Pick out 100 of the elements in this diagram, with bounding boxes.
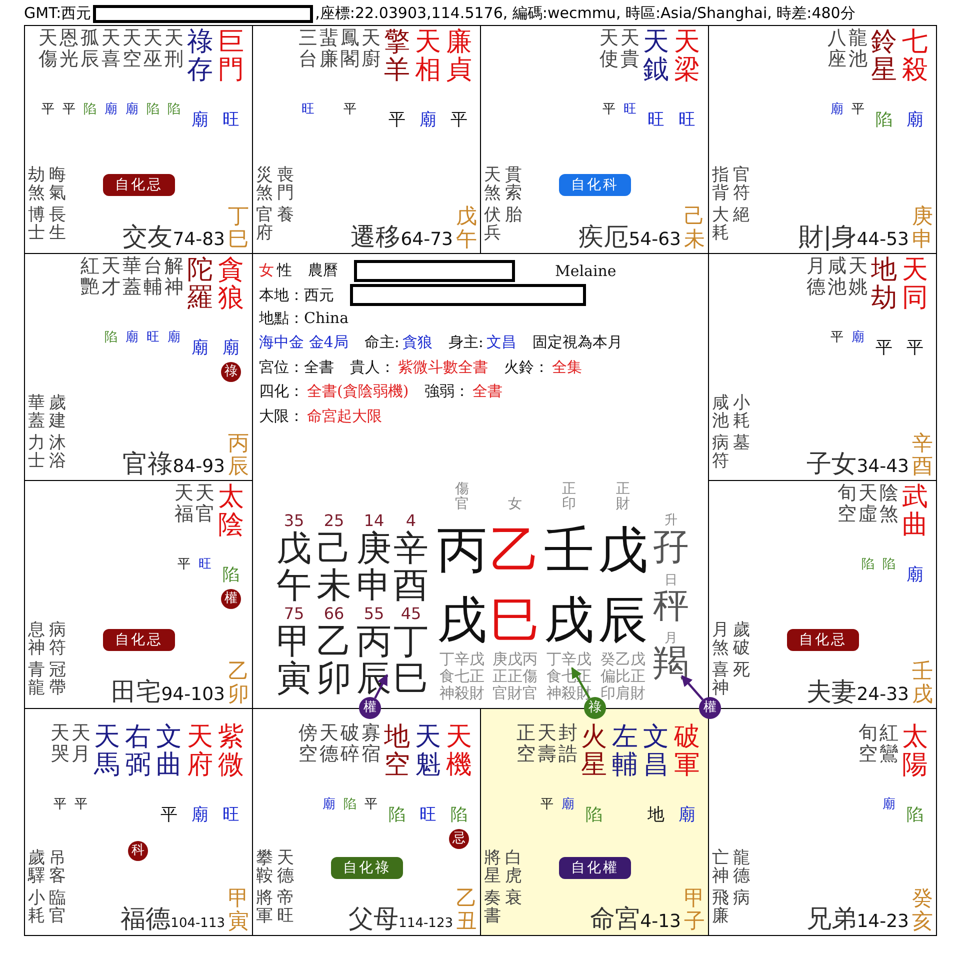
ten-god-label: 正財 (616, 482, 630, 512)
brightness-label: 陷 (222, 564, 240, 586)
age-range: 4-13 (640, 911, 681, 932)
brightness-label: 平 (388, 109, 406, 131)
hidden-stem-row: 丁辛戊 (440, 651, 484, 668)
self-transform-badge: 自化祿 (331, 856, 403, 878)
minor-star-label: 伏兵 (484, 206, 501, 242)
palace-name: 父母 (348, 903, 399, 935)
star-name: 貪狼 (218, 256, 244, 312)
minor-star-label: 亡神 (712, 848, 729, 884)
palace-cell (708, 25, 937, 254)
star-name: 火星 (581, 722, 607, 778)
brightness-label: 平 (160, 804, 178, 826)
zodiac-label: 日 (664, 573, 678, 588)
zodiac-label: 羯 (653, 645, 689, 683)
star-name: 三台 (298, 28, 318, 70)
brightness-label: 旺 (624, 101, 636, 118)
star-name: 左輔 (612, 722, 638, 778)
zodiac-label: 秤 (653, 587, 689, 625)
star-name: 解神 (164, 256, 184, 298)
pillar-number: 55 (364, 605, 384, 623)
star-name: 天官 (196, 483, 214, 525)
hidden-stem-row: 神殺財 (440, 685, 484, 702)
brightness-label: 平 (876, 336, 892, 358)
brightness-label: 廟 (126, 328, 138, 346)
star-name: 旬空 (838, 483, 856, 525)
star-name: 龍池 (848, 28, 868, 70)
info-text: 大限： (259, 406, 304, 426)
star-name: 天巫 (144, 28, 162, 70)
hidden-stem-row: 官財官 (492, 685, 538, 702)
minor-star-label: 胎 (505, 206, 522, 224)
palace-name: 兄弟 (806, 903, 857, 935)
star-name: 八座 (828, 28, 846, 70)
star-name: 天相 (415, 28, 441, 84)
brightness-label: 平 (74, 796, 88, 812)
brightness-label: 陷 (104, 328, 118, 346)
minor-star-label: 絕 (733, 206, 750, 224)
minor-star-label: 息神 (28, 621, 45, 657)
stem-branch: 癸亥 (912, 887, 933, 933)
star-name: 旬空 (858, 722, 878, 764)
star-name: 太陽 (902, 722, 928, 778)
ten-god-label: 傷官 (455, 482, 469, 512)
minor-star-label: 衰 (505, 888, 522, 906)
age-range: 94-103 (161, 684, 225, 704)
minor-star-label: 喪門 (277, 166, 294, 202)
stem-branch: 丙辰 (228, 432, 249, 478)
star-name: 天馬 (94, 722, 120, 778)
minor-star-label: 病 (733, 888, 750, 906)
self-transform-badge: 自化權 (559, 856, 631, 878)
minor-star-label: 吊客 (49, 848, 66, 884)
minor-star-label: 龍德 (733, 848, 750, 884)
info-text: 女 (259, 261, 274, 280)
star-name: 咸池 (828, 256, 846, 298)
palace-name: 遷移 (350, 220, 401, 252)
pillar-number: 35 (284, 512, 304, 530)
minor-star-label: 奏書 (484, 888, 501, 924)
star-name: 寡宿 (362, 722, 380, 764)
hidden-stem-row: 正正傷 (492, 668, 538, 685)
pillar-stem-branch: 辛酉 (394, 531, 428, 605)
palace-name: 財|身 (798, 220, 857, 252)
minor-star-label: 華蓋 (28, 394, 45, 430)
brightness-label: 廟 (906, 564, 924, 586)
brightness-label: 陷 (344, 796, 356, 812)
brightness-label: 旺 (222, 109, 240, 131)
palace-cell (24, 25, 253, 254)
self-transform-badge: 自化忌 (787, 629, 859, 651)
minor-star-label: 力士 (28, 434, 45, 470)
minor-star-label: 將星 (484, 848, 501, 884)
info-value: 全書 (472, 382, 503, 401)
minor-star-label: 貫索 (505, 166, 522, 202)
star-name: 天空 (122, 28, 142, 70)
hidden-stem-row: 偏比正 (600, 668, 646, 685)
star-name: 天同 (902, 256, 928, 312)
hidden-stem-row: 食七正 (440, 668, 484, 685)
minor-star-label: 歲建 (49, 394, 66, 430)
pillar-stem-branch: 戊午 (276, 531, 312, 605)
brightness-label: 旺 (222, 804, 240, 826)
info-value: 海中金 金4局 (259, 333, 348, 352)
minor-star-label: 官府 (256, 206, 273, 242)
star-name: 天魁 (415, 722, 441, 778)
brightness-label: 平 (62, 101, 76, 118)
palace-name: 疾厄 (578, 220, 629, 252)
star-name: 正空 (516, 722, 536, 764)
brightness-label: 平 (344, 101, 356, 118)
age-range: 64-73 (400, 228, 453, 250)
minor-star-label: 災煞 (256, 166, 273, 202)
brightness-label: 廟 (192, 336, 208, 358)
star-name: 恩光 (60, 28, 78, 70)
transform-marker: 科 (128, 840, 148, 860)
brightness-label: 陷 (84, 101, 96, 118)
ten-god-label: 女 (508, 497, 522, 512)
minor-star-label: 攀鞍 (256, 848, 273, 884)
pillar-stem-branch: 丁巳 (394, 624, 428, 698)
star-name: 天壽 (538, 722, 556, 764)
brightness-label: 平 (42, 101, 54, 118)
star-name: 封誥 (558, 722, 578, 764)
age-range: 34-43 (856, 456, 909, 477)
pillar-stem-branch: 甲寅 (276, 624, 312, 698)
stem-branch: 乙卯 (228, 660, 249, 706)
star-name: 陰煞 (880, 483, 898, 525)
